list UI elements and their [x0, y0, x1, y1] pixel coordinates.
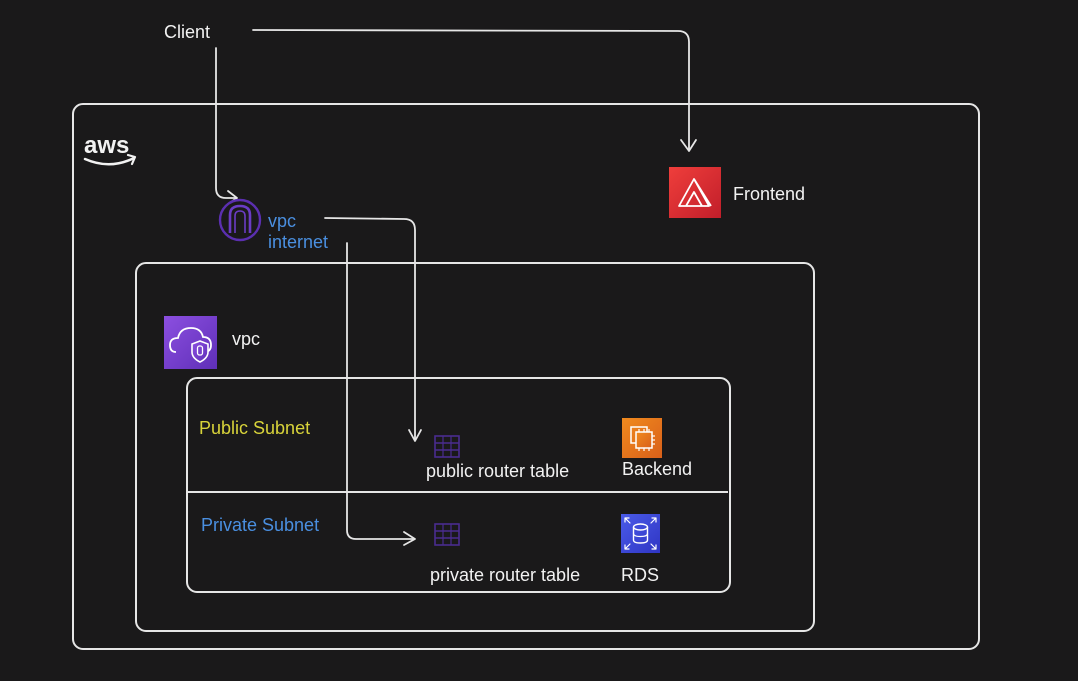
client-label: Client — [164, 22, 211, 42]
aws-smile-logo: aws — [83, 132, 137, 166]
router-table-icon — [434, 523, 460, 546]
internet-gateway-label-line1: vpc — [268, 211, 297, 231]
rds-database-icon — [621, 514, 660, 553]
arrowhead-private-router — [403, 531, 416, 546]
arrowhead-frontend — [680, 139, 697, 152]
private-subnet-label: Private Subnet — [201, 515, 320, 535]
public-subnet-label: Public Subnet — [199, 418, 311, 438]
arrowhead-public-router — [408, 429, 422, 442]
frontend-label: Frontend — [733, 184, 806, 204]
vpc-cloud-shield-icon — [164, 316, 217, 369]
arrow-igw-to-public-router — [324, 217, 416, 441]
private-router-table-label: private router table — [430, 565, 581, 585]
arrow-client-to-frontend — [252, 29, 690, 151]
vpc-boundary — [135, 262, 815, 632]
public-router-table-label: public router table — [426, 461, 570, 481]
backend-label: Backend — [622, 459, 693, 479]
internet-gateway-label-line2: internet — [268, 232, 329, 252]
aws-cloud-boundary — [72, 103, 980, 650]
ec2-chip-icon — [622, 418, 662, 458]
arrow-client-to-internet-gateway — [215, 47, 237, 199]
arrow-igw-to-private-router — [346, 242, 415, 540]
router-table-icon — [434, 435, 460, 458]
vpc-label: vpc — [232, 329, 261, 349]
internet-gateway-icon — [218, 198, 262, 242]
rds-label: RDS — [621, 565, 660, 585]
subnets-boundary — [186, 377, 731, 593]
amplify-icon — [669, 167, 721, 218]
svg-text:aws: aws — [84, 132, 129, 159]
